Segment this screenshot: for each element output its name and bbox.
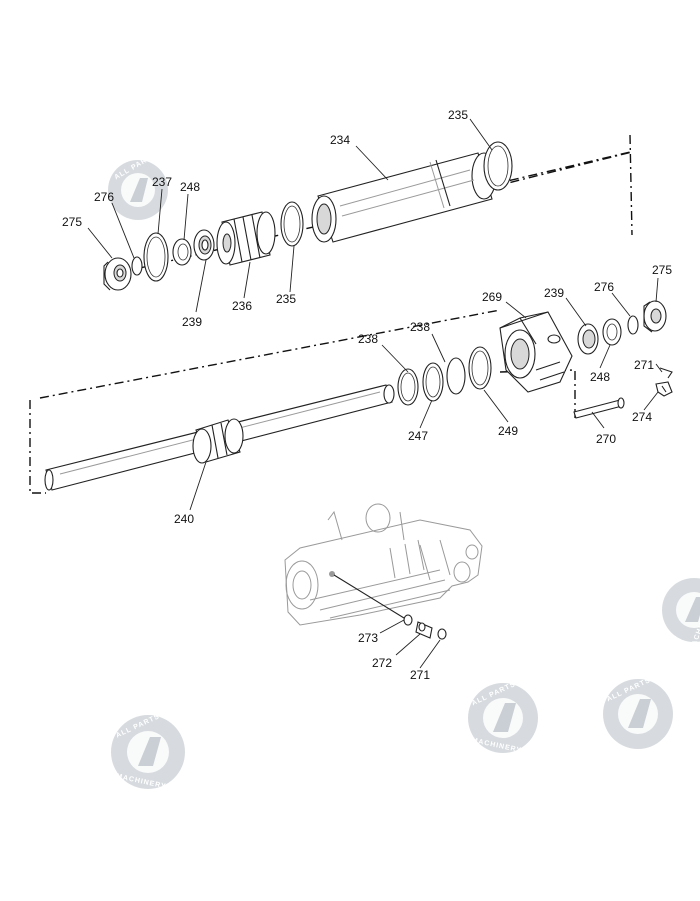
part-274-retainer	[655, 381, 673, 397]
part-235-ring-left	[280, 201, 304, 247]
callout-235-top: 235	[448, 108, 468, 122]
part-276-ring-left	[131, 256, 143, 276]
part-276-ring-right	[627, 315, 639, 335]
part-234-cylinder-barrel	[311, 152, 497, 243]
part-235-ring-right	[483, 141, 513, 191]
part-248-wear-ring-right	[602, 318, 622, 346]
watermark-logo-top-left: ALL PARTS	[108, 152, 168, 220]
part-240-piston-rod	[44, 384, 395, 491]
part-236-piston	[216, 211, 276, 266]
callout-234: 234	[330, 133, 350, 147]
callout-276-right: 276	[594, 280, 614, 294]
callout-240: 240	[174, 512, 194, 526]
callout-247: 247	[408, 429, 428, 443]
watermark-logo-bottom-center: ALL PARTS MACHINERY	[468, 681, 538, 755]
callout-248-left: 248	[180, 180, 200, 194]
callout-238-a: 238	[358, 332, 378, 346]
part-271-cap	[437, 628, 447, 640]
callout-237: 237	[152, 175, 172, 189]
callout-248-right: 248	[590, 370, 610, 384]
callout-275-left: 275	[62, 215, 82, 229]
part-239-seal-right	[577, 323, 599, 355]
machine-mounting-view	[284, 503, 483, 626]
part-272-valve	[415, 621, 433, 639]
callout-271-bottom: 271	[410, 668, 430, 682]
part-275-nut-right	[643, 300, 667, 333]
callout-274: 274	[632, 410, 652, 424]
callout-269: 269	[482, 290, 502, 304]
callout-275-right: 275	[652, 263, 672, 277]
callout-236: 236	[232, 299, 252, 313]
callout-239-left: 239	[182, 315, 202, 329]
watermark-logo-bottom-right: ALL PARTS	[603, 677, 673, 749]
part-249-o-ring	[468, 346, 492, 390]
callout-238-b: 238	[410, 320, 430, 334]
callout-235-mid: 235	[276, 292, 296, 306]
watermark-logo-bottom-left: ALL PARTS MACHINERY	[111, 713, 185, 790]
part-269-rod-eye	[499, 311, 573, 393]
part-237-seal	[143, 232, 169, 282]
part-270-pin	[573, 397, 625, 419]
leader-lines	[87, 118, 663, 669]
callout-239-right: 239	[544, 286, 564, 300]
watermark-logo-mid-right: MACHINERY	[662, 578, 700, 653]
callout-276-left: 276	[94, 190, 114, 204]
callout-271-right: 271	[634, 358, 654, 372]
callout-273: 273	[358, 631, 378, 645]
part-271-clip-right	[659, 367, 673, 379]
part-239-seal-left	[193, 229, 215, 261]
part-248-wear-ring-left	[172, 238, 192, 266]
callout-270: 270	[596, 432, 616, 446]
part-275-nut-left	[103, 257, 132, 291]
part-247-backup-ring	[446, 357, 466, 395]
callout-272: 272	[372, 656, 392, 670]
callout-labels: 234 235 237 248 276 275 239 236 235 269 …	[62, 108, 672, 682]
callout-249: 249	[498, 424, 518, 438]
part-273-fitting	[403, 614, 413, 626]
